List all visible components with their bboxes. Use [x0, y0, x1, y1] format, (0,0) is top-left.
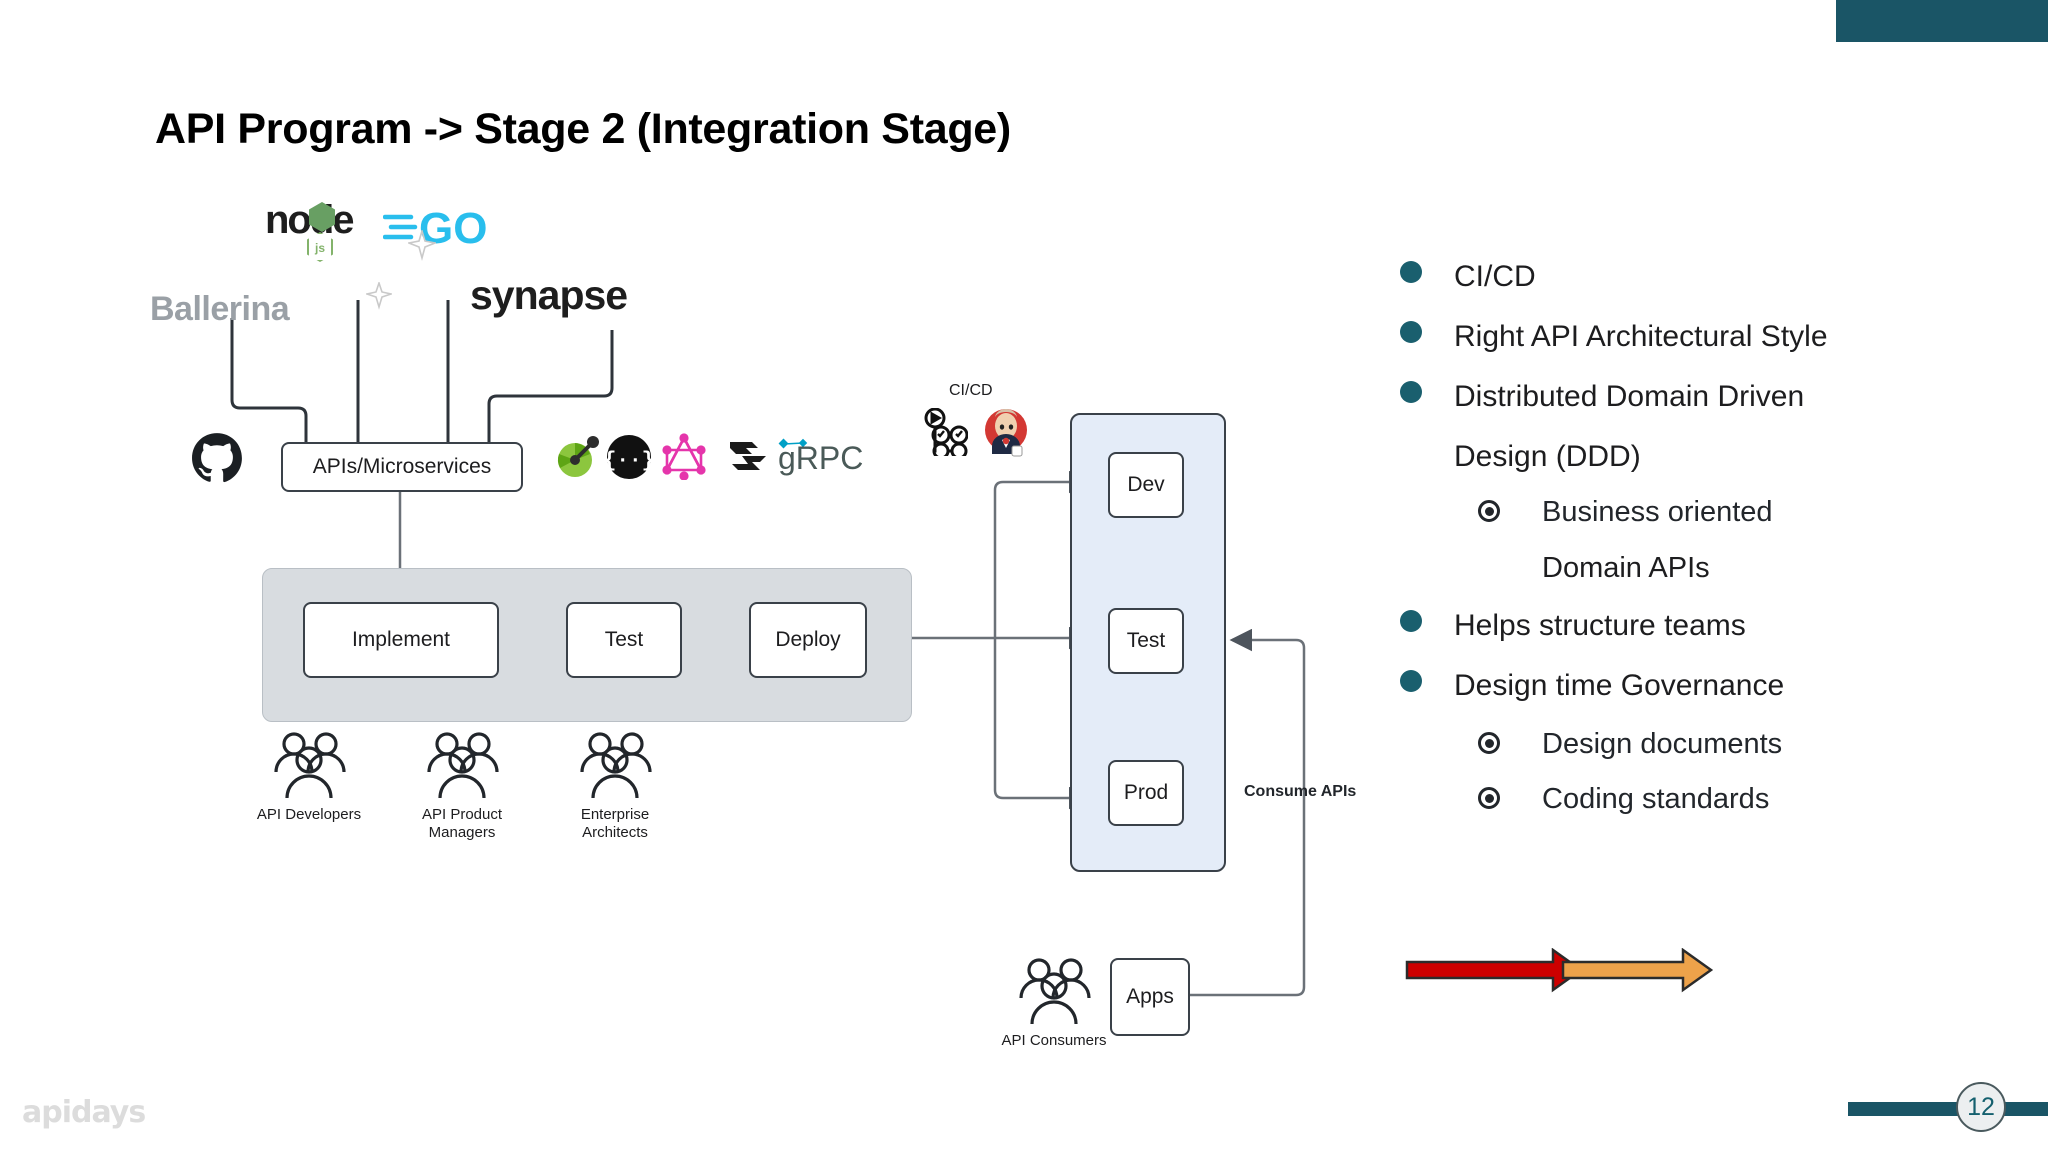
- role-api-product-managers-label-line2: Managers: [428, 824, 496, 841]
- role-enterprise-architects-label-line2: Architects: [582, 824, 648, 841]
- stage-1-arrow: [1405, 947, 1584, 993]
- sub-bullet-label: Coding standards: [1542, 783, 1770, 815]
- apidays-logo: apidays: [22, 1095, 146, 1130]
- bullet-dot-icon: [1400, 261, 1422, 283]
- role-api-developers-label: API Developers: [256, 806, 362, 823]
- environment-prod: Prod: [1108, 760, 1184, 826]
- grpc-label: gRPC: [778, 440, 864, 476]
- bullet-item: Helps structure teams: [1400, 597, 1980, 654]
- bullet-dot-icon: [1400, 381, 1422, 403]
- ballerina-logo-text: Ballerina: [150, 290, 290, 328]
- environment-dev: Dev: [1108, 452, 1184, 518]
- pipeline-step-test-label: Test: [604, 628, 644, 651]
- cicd-label: CI/CD: [949, 382, 993, 399]
- sub-bullet-item: Design documents: [1478, 717, 1980, 772]
- nodejs-logo-text: node: [265, 198, 355, 242]
- bullet-continuation-label: Domain APIs: [1542, 552, 1710, 584]
- consume-apis-label: Consume APIs: [1244, 783, 1357, 800]
- github-icon: [190, 432, 244, 491]
- tech-logo-synapse: synapse: [366, 230, 628, 319]
- environment-test-label: Test: [1126, 629, 1166, 652]
- grpc-icon: gRPC: [778, 438, 863, 477]
- bullet-label: Helps structure teams: [1454, 609, 1746, 642]
- page-accent-bar: [1848, 1102, 2048, 1116]
- page-title: API Program -> Stage 2 (Integration Stag…: [155, 105, 1011, 153]
- sub-bullet-ring-icon: [1478, 500, 1500, 522]
- sub-bullet-ring-icon: [1478, 732, 1500, 754]
- pipeline-step-implement: Implement: [303, 602, 499, 678]
- environment-prod-label: Prod: [1123, 781, 1169, 804]
- bullet-label: Right API Architectural Style: [1454, 320, 1828, 353]
- bullet-label: Design time Governance: [1454, 669, 1785, 702]
- synapse-star-small-icon: [366, 282, 392, 310]
- page-number: 12: [1956, 1082, 2006, 1132]
- role-api-developers: API Developers: [257, 730, 361, 823]
- stage-2-arrow: [1561, 947, 1714, 993]
- bullet-dot-icon: [1400, 321, 1422, 343]
- asyncapi-icon: [726, 436, 772, 483]
- environment-test: Test: [1108, 608, 1184, 674]
- github-actions-icon: [922, 407, 969, 461]
- golang-logo-icon: GO: [382, 204, 487, 253]
- tech-logo-ballerina: Ballerina: [150, 290, 290, 329]
- pipeline-step-implement-label: Implement: [351, 628, 451, 651]
- sub-bullet-label: Design documents: [1542, 728, 1783, 760]
- pipeline-step-deploy-label: Deploy: [775, 628, 841, 651]
- nodejs-hex-icon: [309, 202, 335, 232]
- nodejs-js-badge: js: [307, 232, 333, 262]
- environment-dev-label: Dev: [1127, 473, 1165, 496]
- graphql-icon: [660, 432, 708, 485]
- sub-bullet-label: Business oriented: [1542, 496, 1773, 528]
- sub-bullet-item: Coding standards: [1478, 772, 1980, 827]
- tech-logo-golang: GO: [382, 203, 513, 256]
- role-enterprise-architects-label-line1: Enterprise: [580, 806, 650, 823]
- progress-arrows: [1405, 947, 1725, 1017]
- api-consumers: API Consumers: [1001, 956, 1107, 1049]
- api-consumers-label: API Consumers: [1001, 1032, 1107, 1049]
- apps-box-label: Apps: [1126, 985, 1174, 1008]
- role-api-product-managers: API Product Managers: [421, 730, 503, 841]
- bullet-item: Design time Governance: [1400, 657, 1980, 714]
- bullet-item: Right API Architectural Style: [1400, 308, 1980, 365]
- apis-microservices-label: APIs/Microservices: [312, 455, 492, 478]
- svg-text:{··}: {··}: [606, 450, 652, 473]
- top-accent-bar: [1836, 0, 2048, 42]
- bullet-item: CI/CD: [1400, 248, 1980, 305]
- odata-icon: [554, 434, 600, 485]
- sub-bullet-item: Business oriented: [1478, 485, 1980, 540]
- openapi-json-icon: {··}: [604, 434, 654, 485]
- bullet-label: CI/CD: [1454, 260, 1536, 293]
- pipeline-step-deploy: Deploy: [749, 602, 867, 678]
- role-api-product-managers-label-line1: API Product: [421, 806, 503, 823]
- role-enterprise-architects: Enterprise Architects: [574, 730, 656, 841]
- synapse-star-icon: [408, 230, 436, 262]
- bullet-label: Distributed Domain Driven: [1454, 380, 1805, 413]
- apps-box: Apps: [1110, 958, 1190, 1036]
- bullet-dot-icon: [1400, 610, 1422, 632]
- apis-microservices-box: APIs/Microservices: [281, 442, 523, 492]
- tech-logo-nodejs: node js: [265, 198, 355, 262]
- sub-bullet-ring-icon: [1478, 787, 1500, 809]
- jenkins-icon: [982, 408, 1030, 463]
- pipeline-step-test: Test: [566, 602, 682, 678]
- bullet-continuation-label: Design (DDD): [1454, 440, 1641, 473]
- bullet-item: Distributed Domain Driven: [1400, 368, 1980, 425]
- synapse-logo-text: synapse: [470, 272, 628, 318]
- bullet-dot-icon: [1400, 670, 1422, 692]
